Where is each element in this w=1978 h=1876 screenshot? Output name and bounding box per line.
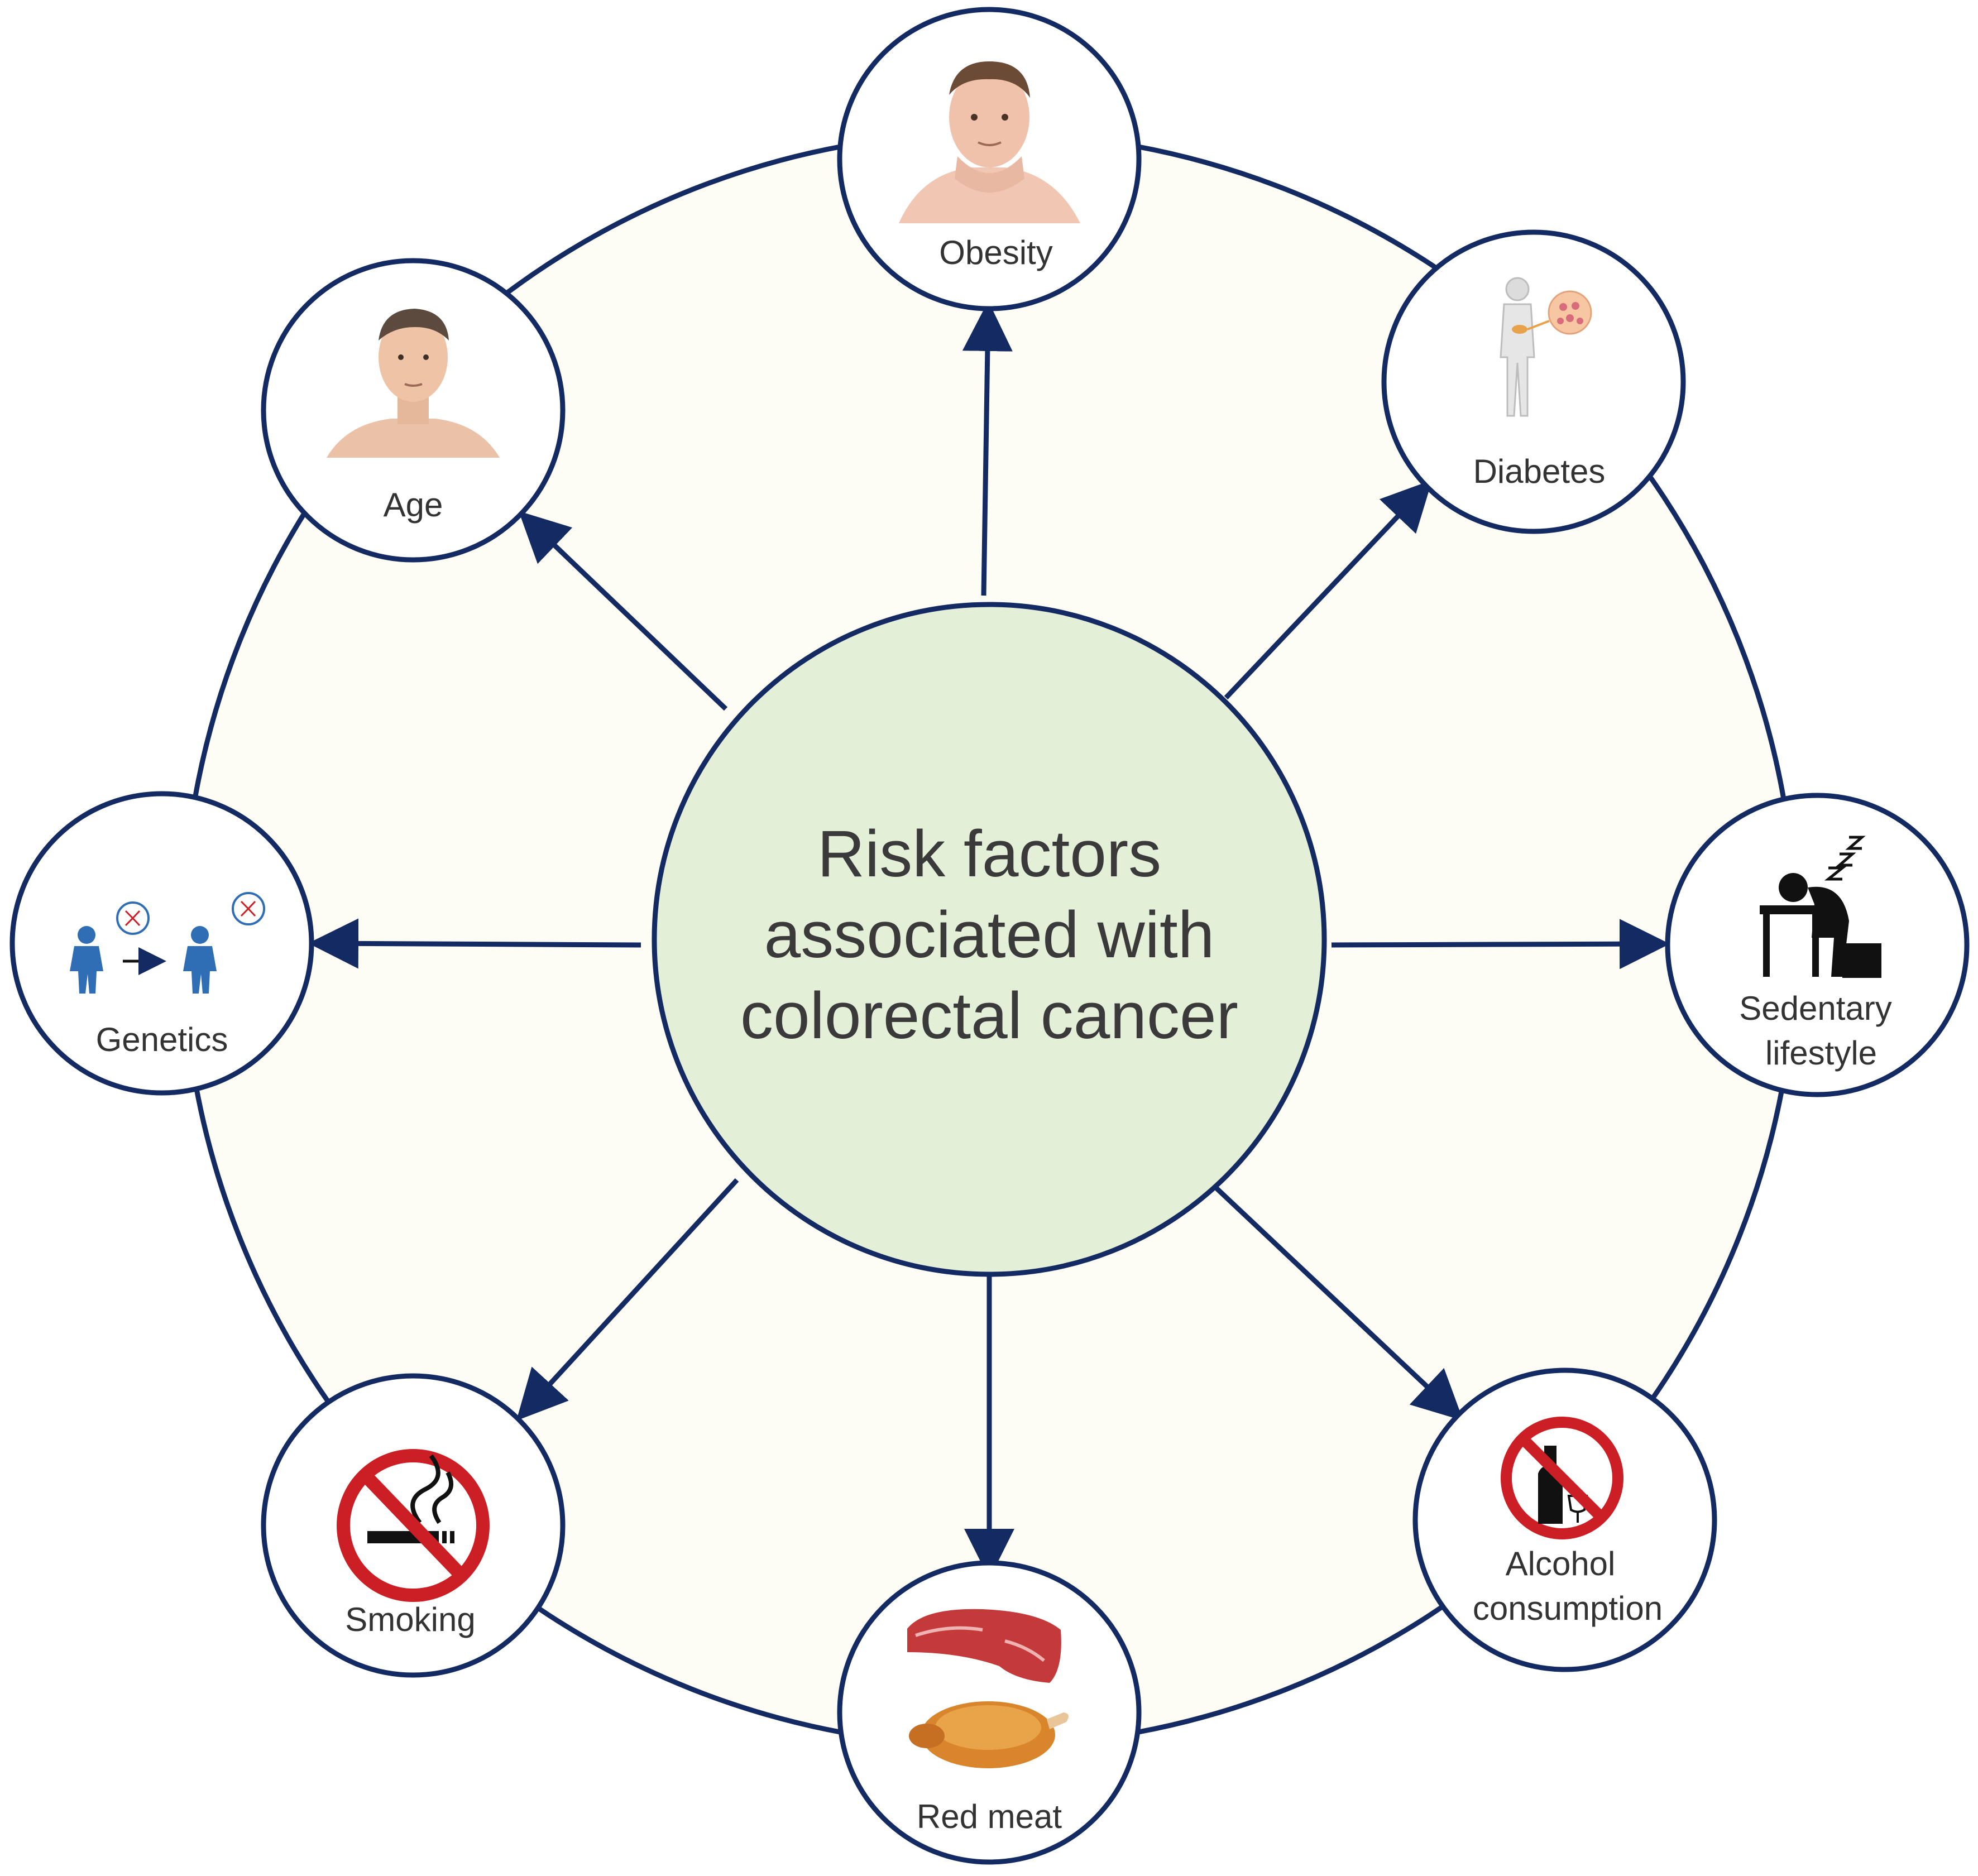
no-alcohol-icon [1501,1417,1623,1539]
center-title-line-3: colorectal cancer [740,979,1238,1053]
node-diabetes: Diabetes [1381,229,1686,534]
body-with-pancreas-icon [1500,277,1592,417]
node-genetics: Genetics [9,791,314,1096]
center-circle [652,602,1327,1277]
inherited-genetics-icon [70,892,265,994]
node-genetics-label: Genetics [96,1021,228,1058]
node-sedentary-label-line-1: Sedentary [1739,990,1892,1027]
node-red-meat: Red meat [837,1560,1142,1865]
obese-person-icon [899,61,1080,223]
node-obesity-label: Obesity [939,234,1052,271]
node-alcohol-label-line-2: consumption [1473,1590,1663,1627]
meat-and-poultry-icon [907,1609,1069,1768]
node-sedentary-lifestyle: Sedentary lifestyle [1665,793,1970,1097]
no-smoking-icon [337,1449,490,1602]
node-age-label: Age [384,486,443,524]
older-man-icon [327,309,500,458]
node-sedentary-label-line-2: lifestyle [1765,1034,1877,1072]
node-obesity: Obesity [837,7,1142,311]
arrow-to-sedentary [1331,919,1670,970]
arrow-to-genetics [308,918,641,969]
arrow-to-alcohol [1213,1185,1464,1421]
center-title-line-2: associated with [764,898,1215,972]
arrows [308,301,1670,1579]
node-alcohol-label-line-1: Alcohol [1506,1545,1616,1582]
node-smoking: Smoking [261,1373,566,1678]
node-age: Age [261,258,566,563]
sleeping-at-desk-icon [1760,836,1881,978]
node-alcohol-consumption: Alcohol consumption [1412,1368,1717,1672]
center-title-line-1: Risk factors [817,817,1161,891]
node-red-meat-label: Red meat [917,1798,1062,1835]
arrow-to-smoking [516,1178,739,1421]
center-node: Risk factors associated with colorectal … [652,602,1327,1277]
arrow-to-obesity [962,301,1013,596]
node-diabetes-label: Diabetes [1473,453,1606,490]
node-genetics-circle [9,791,314,1096]
arrow-to-age [518,511,728,711]
node-smoking-label: Smoking [345,1601,475,1638]
arrow-to-diabetes [1224,479,1433,700]
node-diabetes-circle [1381,229,1686,534]
